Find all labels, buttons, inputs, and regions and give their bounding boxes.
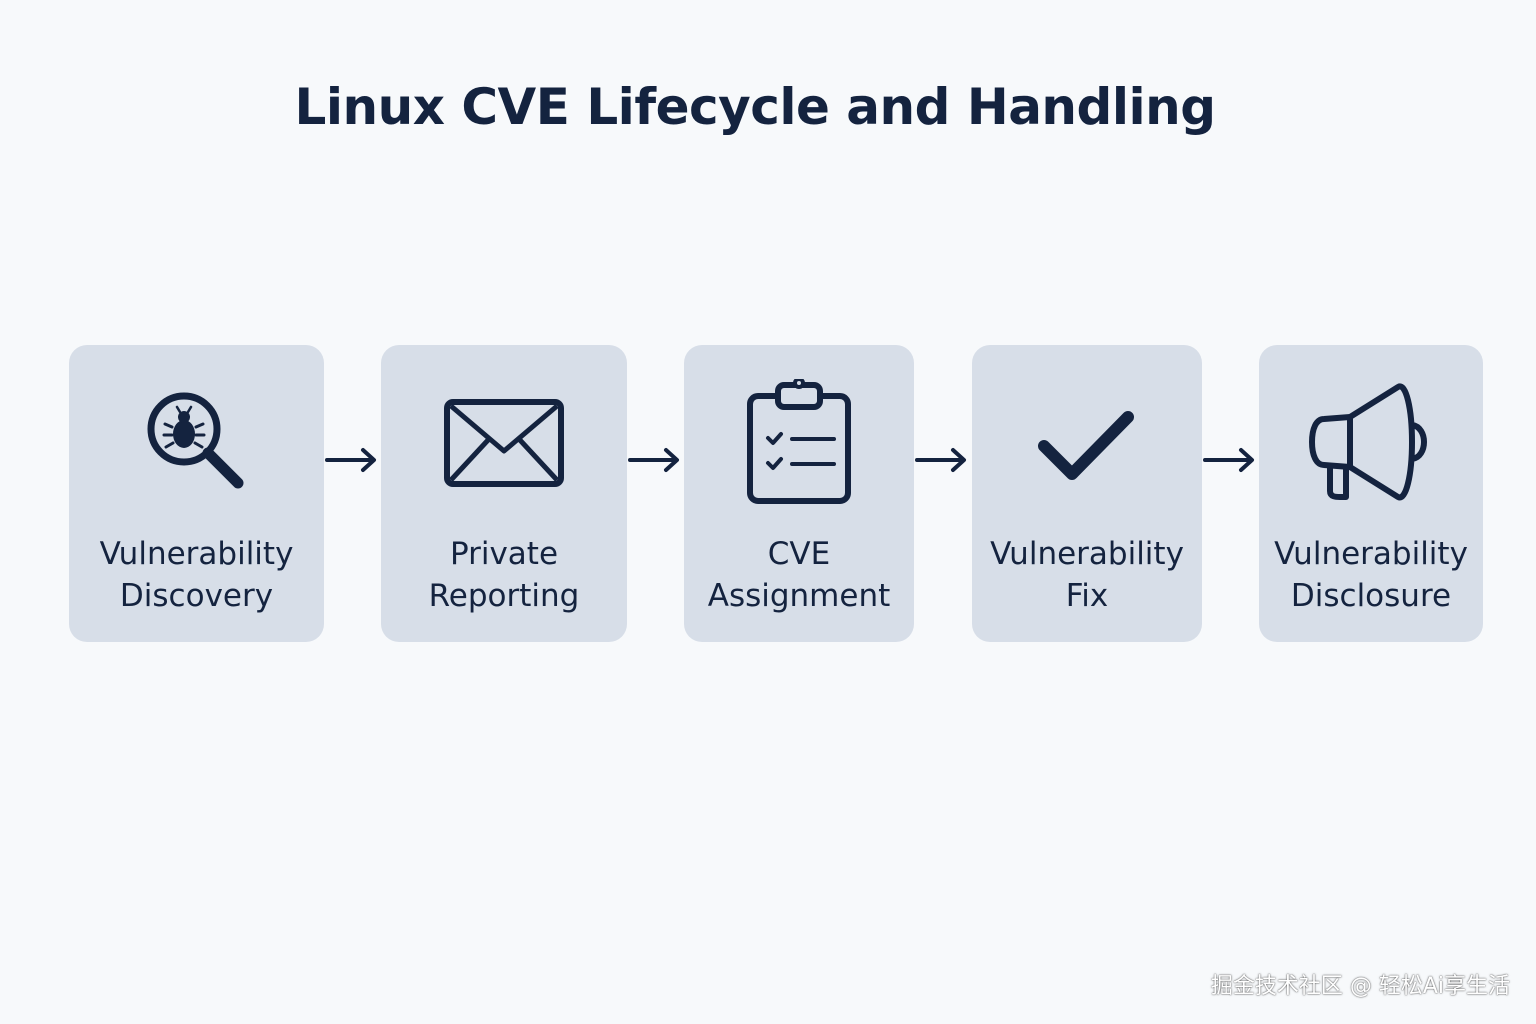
arrow-right-icon [915,448,966,472]
step-label: Vulnerability Discovery [99,536,294,614]
step-card-reporting: Private Reporting [381,345,627,642]
step-card-assignment: CVE Assignment [684,345,914,642]
step-card-fix: Vulnerability Fix [972,345,1202,642]
envelope-icon [381,379,627,509]
megaphone-icon [1259,379,1483,509]
arrow-right-icon [628,448,679,472]
step-label: CVE Assignment [707,536,891,614]
arrow-right-icon [325,448,376,472]
clipboard-checklist-icon [684,379,914,509]
step-label: Vulnerability Disclosure [1274,536,1468,614]
step-label: Private Reporting [428,536,580,614]
step-card-disclosure: Vulnerability Disclosure [1259,345,1483,642]
watermark: 掘金技术社区 @ 轻松Ai享生活 [1210,974,1510,999]
step-card-discovery: Vulnerability Discovery [69,345,324,642]
magnifier-bug-icon [69,379,324,509]
step-label: Vulnerability Fix [990,536,1184,614]
arrow-right-icon [1203,448,1254,472]
checkmark-icon [972,379,1202,509]
diagram-title: Linux CVE Lifecycle and Handling [294,78,1216,136]
